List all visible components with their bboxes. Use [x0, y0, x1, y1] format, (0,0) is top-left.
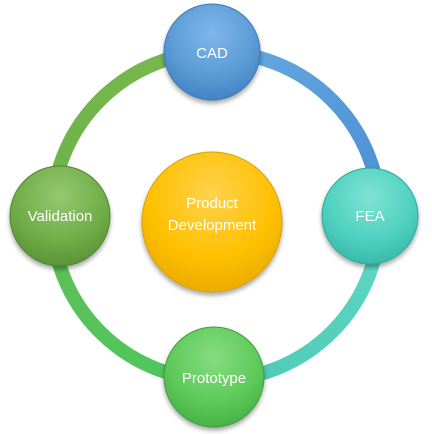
node-cad: [163, 3, 261, 101]
node-cad-label: CAD: [196, 45, 228, 62]
center-node-label-line1: Product: [186, 195, 239, 212]
node-fea-label: FEA: [355, 208, 384, 225]
node-fea: [321, 167, 419, 265]
center-node: [141, 151, 283, 293]
node-validation-label: Validation: [28, 208, 93, 225]
node-prototype-label: Prototype: [182, 370, 246, 387]
center-node-label-line2: Development: [168, 217, 257, 234]
node-validation: [9, 165, 111, 267]
node-prototype: [163, 326, 265, 428]
